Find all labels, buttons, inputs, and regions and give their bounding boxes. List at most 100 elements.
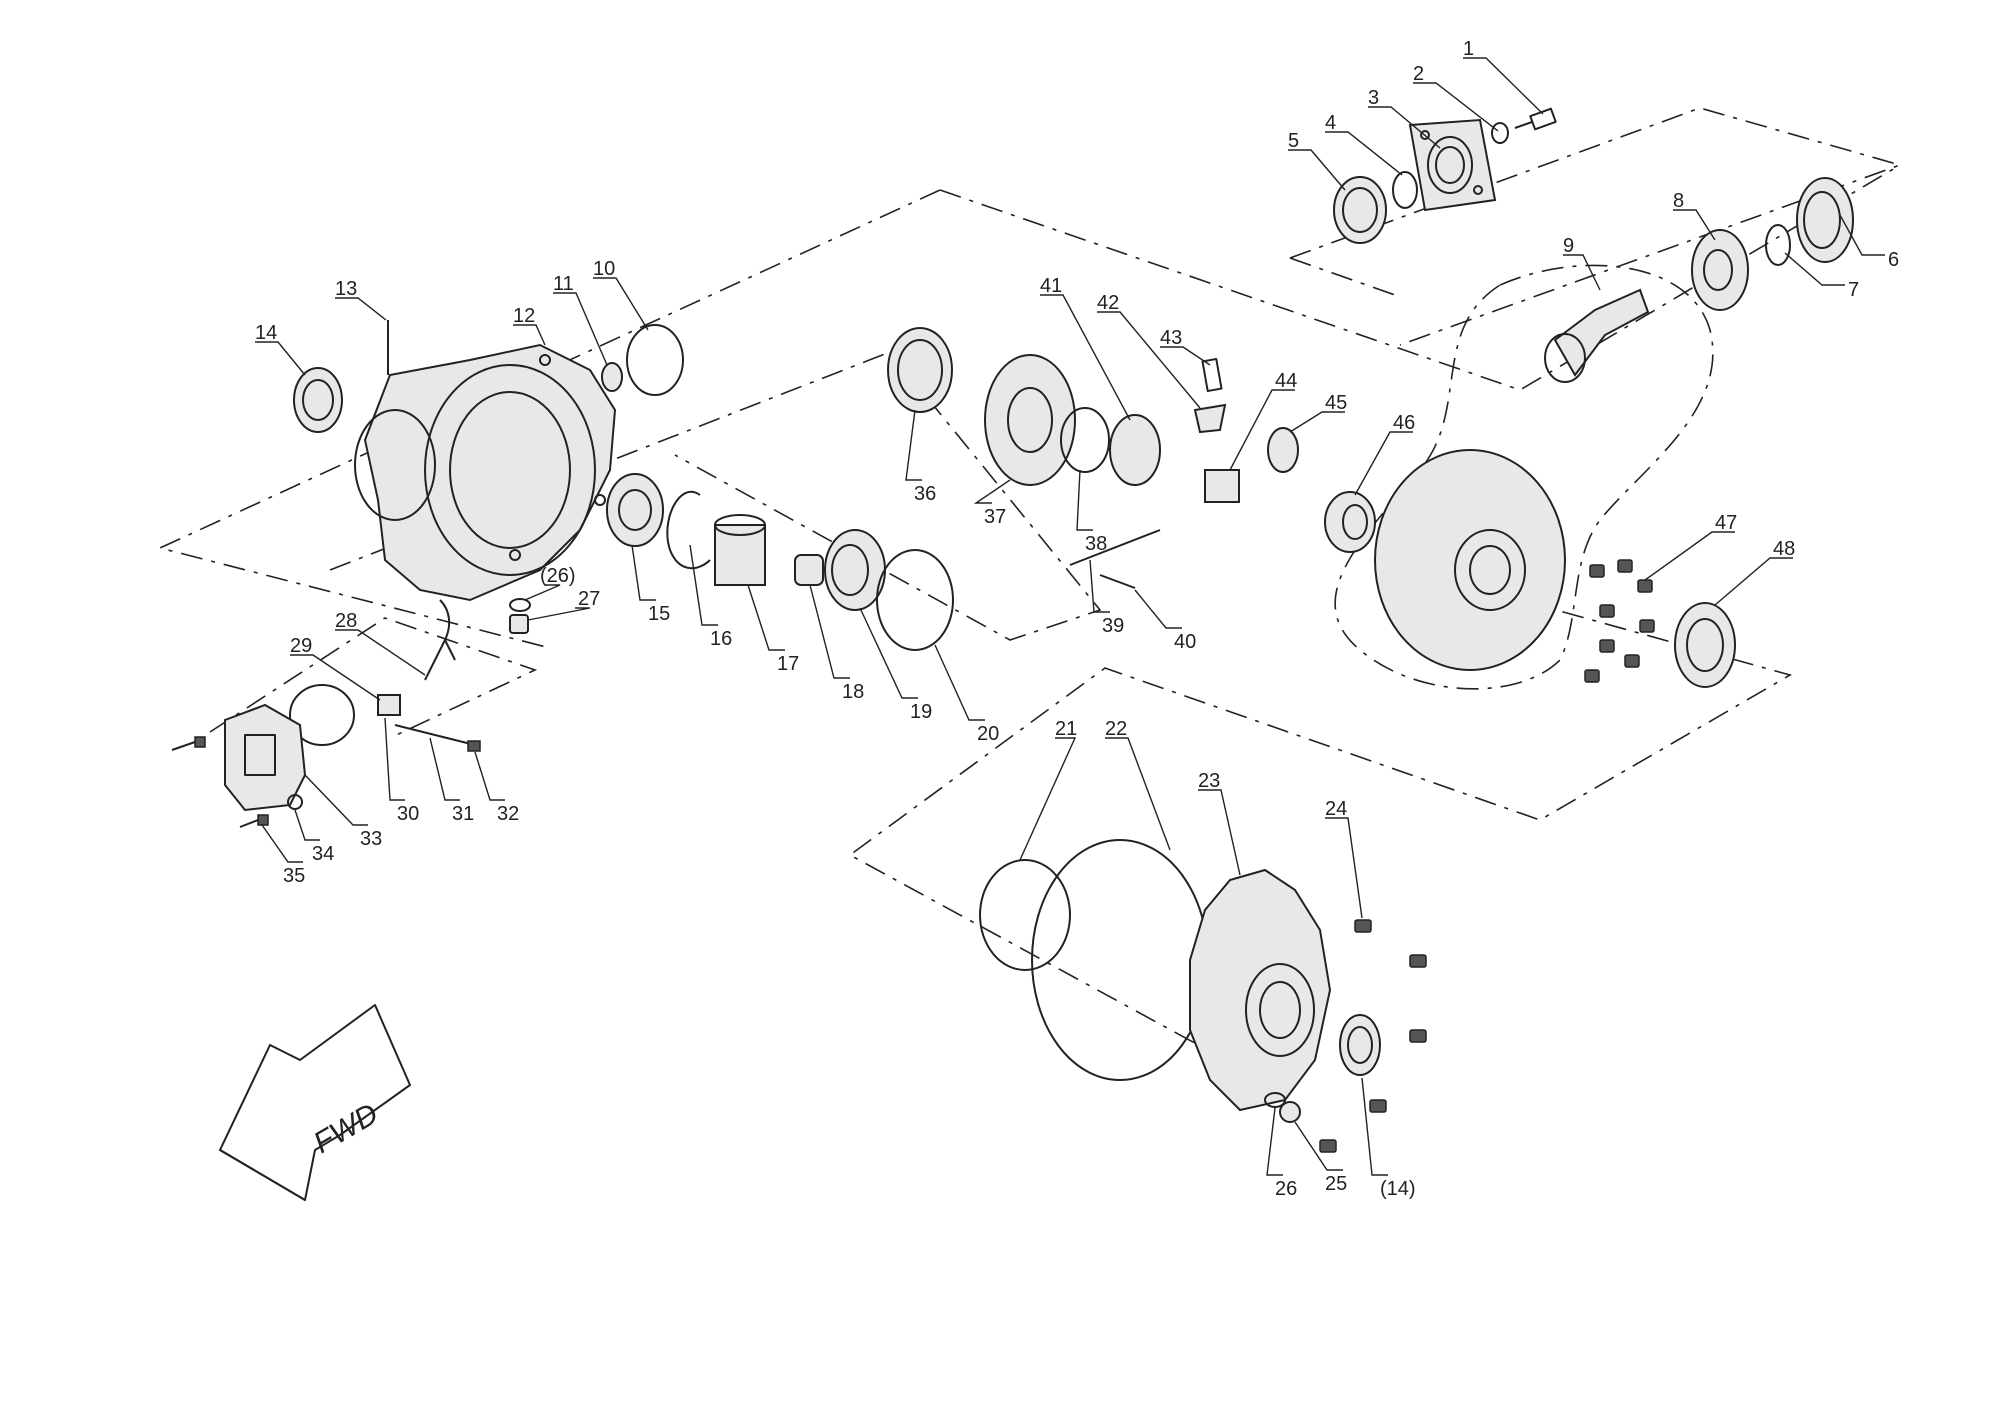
bearing-48 — [1674, 602, 1736, 688]
callout-40: 40 — [1174, 631, 1196, 653]
callout-32: 32 — [497, 803, 519, 825]
leader-34 — [294, 809, 320, 841]
leader-28 — [335, 629, 426, 676]
roll-pin-40 — [1099, 574, 1136, 589]
callout-18: 18 — [842, 681, 864, 703]
leader-lines — [255, 57, 1885, 1176]
o-ring-29 — [289, 684, 355, 746]
callout-45: 45 — [1325, 392, 1347, 414]
pin-43 — [1201, 358, 1223, 392]
parts — [171, 107, 1854, 1201]
leader-16 — [689, 544, 718, 626]
leader-32 — [474, 751, 505, 801]
sleeve-46 — [1324, 491, 1376, 553]
leader-37 — [973, 479, 1011, 504]
input-flange-3 — [1408, 118, 1497, 212]
leader-7 — [1784, 252, 1845, 286]
callout-1: 1 — [1463, 38, 1474, 60]
callout-14: 14 — [255, 322, 277, 344]
leader-42 — [1097, 311, 1201, 409]
leader-35 — [261, 824, 303, 863]
callout-10: 10 — [593, 258, 615, 280]
seal-5 — [1333, 176, 1387, 244]
leader-47 — [1644, 531, 1735, 581]
leader-9 — [1563, 254, 1601, 291]
callout-31: 31 — [452, 803, 474, 825]
bearing-8 — [1691, 229, 1749, 311]
leader-14 — [255, 341, 306, 376]
callout-29: 29 — [290, 635, 312, 657]
callout-27: 27 — [578, 588, 600, 610]
boundary-main-housing — [939, 164, 1901, 391]
leader-29 — [290, 654, 381, 701]
plug-25 — [1279, 1101, 1301, 1123]
callout-47: 47 — [1715, 512, 1737, 534]
ring-gear — [1374, 449, 1566, 671]
callout-2: 2 — [1413, 63, 1424, 85]
leader-21 — [1019, 737, 1077, 861]
leader-22 — [1105, 737, 1171, 851]
fwd-label: FWD — [308, 1097, 384, 1160]
spider-block-44 — [1204, 469, 1240, 503]
boundary-input-flange — [1289, 257, 1396, 296]
callout-26: 26 — [1275, 1178, 1297, 1200]
callout-8: 8 — [1673, 190, 1684, 212]
needle-bearing-11 — [601, 362, 623, 392]
washer-2 — [1491, 122, 1509, 144]
callout-5: 5 — [1288, 130, 1299, 152]
callout-25: 25 — [1325, 1173, 1347, 1195]
spacer-7 — [1765, 224, 1791, 266]
callout-15: 15 — [648, 603, 670, 625]
leader-19 — [859, 607, 918, 699]
fwd-arrow — [219, 1004, 411, 1201]
leader-13 — [335, 297, 387, 321]
o-ring-38 — [1060, 407, 1110, 473]
leader-6 — [1839, 214, 1885, 256]
o-ring-22 — [1031, 839, 1209, 1081]
set-screw-32 — [467, 740, 481, 752]
leader-10 — [593, 277, 649, 331]
seal-14-ref — [1339, 1014, 1381, 1076]
callout-3: 3 — [1368, 87, 1379, 109]
bolt-1 — [1514, 107, 1557, 131]
o-ring-21 — [979, 859, 1071, 971]
sleeve-18 — [794, 554, 824, 586]
callout-34: 34 — [312, 843, 334, 865]
circlip-16 — [666, 490, 711, 570]
leader-33 — [304, 774, 368, 826]
leader-17 — [747, 584, 785, 651]
leader-12 — [513, 324, 546, 346]
callout-4: 4 — [1325, 112, 1336, 134]
shaft-31 — [394, 724, 476, 746]
leader-46 — [1354, 431, 1413, 496]
shift-fork-28 — [424, 599, 456, 681]
callout-9: 9 — [1563, 235, 1574, 257]
needle-bearing-17 — [714, 514, 766, 586]
cross-shaft-39 — [1069, 529, 1161, 566]
leader-41 — [1040, 294, 1131, 421]
callout-42: 42 — [1097, 292, 1119, 314]
drain-plug-27 — [509, 614, 529, 634]
leader-40 — [1134, 589, 1182, 629]
pinion-gear-42 — [1193, 403, 1227, 434]
boundary-inner — [329, 351, 1102, 641]
leader-24 — [1325, 817, 1363, 919]
leader-15 — [631, 544, 656, 601]
callout-30: 30 — [397, 803, 419, 825]
callout-37: 37 — [984, 506, 1006, 528]
leader-30 — [384, 717, 405, 801]
callout-39: 39 — [1102, 615, 1124, 637]
callout-35: 35 — [283, 865, 305, 887]
seal-14 — [293, 367, 343, 433]
washer-26 — [1264, 1092, 1286, 1108]
boundary-differential — [848, 599, 1793, 1066]
callout-46: 46 — [1393, 412, 1415, 434]
callout-26-ref: (26) — [540, 565, 576, 587]
actuator-33 — [224, 703, 307, 812]
leader-20 — [934, 644, 985, 721]
shift-block-30 — [377, 694, 401, 716]
callout-22: 22 — [1105, 718, 1127, 740]
leader-23 — [1198, 789, 1241, 876]
side-gear-45 — [1267, 427, 1299, 473]
callout-21: 21 — [1055, 718, 1077, 740]
